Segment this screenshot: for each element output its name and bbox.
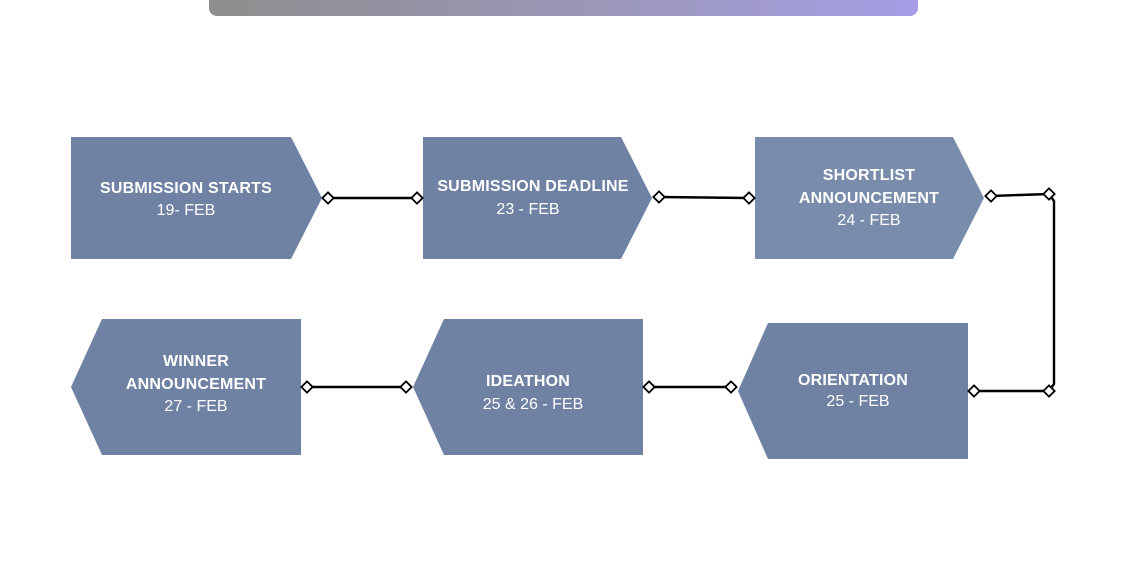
step-title: IDEATHON [486, 373, 570, 390]
arrow-right-shape [755, 137, 984, 259]
step-title: ORIENTATION [798, 372, 908, 389]
step-ideathon: IDEATHON 25 & 26 - FEB [413, 319, 643, 455]
connector-2-3 [652, 190, 756, 205]
connector-5-6 [300, 380, 413, 394]
step-title-line-1: WINNER [163, 353, 229, 370]
connector-endpoint [410, 191, 424, 205]
step-date: 19- FEB [157, 202, 216, 219]
arrow-right-shape [71, 137, 322, 259]
step-title: SUBMISSION DEADLINE [437, 178, 628, 195]
step-orientation: ORIENTATION 25 - FEB [738, 323, 968, 459]
step-submission-deadline: SUBMISSION DEADLINE 23 - FEB [423, 137, 652, 259]
arrow-left-shape [71, 319, 301, 455]
step-title: SUBMISSION STARTS [100, 180, 272, 197]
connector-endpoint [399, 380, 413, 394]
step-date: 24 - FEB [837, 212, 900, 229]
step-date: 25 - FEB [826, 393, 889, 410]
step-title-line-2: ANNOUNCEMENT [799, 190, 939, 207]
connector-endpoint [1042, 384, 1056, 398]
step-date: 23 - FEB [496, 201, 559, 218]
arrow-right-shape [423, 137, 652, 259]
connector-endpoint [1042, 187, 1056, 201]
connector-3-4 [967, 187, 1056, 398]
connector-endpoint [300, 380, 314, 394]
step-date: 27 - FEB [164, 398, 227, 415]
connector-endpoint [652, 190, 666, 204]
step-date: 25 & 26 - FEB [483, 396, 584, 413]
arrow-left-shape [413, 319, 643, 455]
connector-1-2 [321, 191, 424, 205]
step-winner-announcement: WINNER ANNOUNCEMENT 27 - FEB [71, 319, 301, 455]
step-title-line-2: ANNOUNCEMENT [126, 376, 266, 393]
connector-endpoint [967, 384, 981, 398]
step-shortlist-announcement: SHORTLIST ANNOUNCEMENT 24 - FEB [755, 137, 984, 259]
connector-endpoint [642, 380, 656, 394]
step-title-line-1: SHORTLIST [823, 167, 915, 184]
connector-endpoint [321, 191, 335, 205]
connector-endpoint [724, 380, 738, 394]
step-submission-starts: SUBMISSION STARTS 19- FEB [71, 137, 322, 259]
connector-endpoint [742, 191, 756, 205]
connector-endpoint [984, 189, 998, 203]
header-banner [209, 0, 918, 16]
connector-4-5 [642, 380, 738, 394]
arrow-left-shape [738, 323, 968, 459]
